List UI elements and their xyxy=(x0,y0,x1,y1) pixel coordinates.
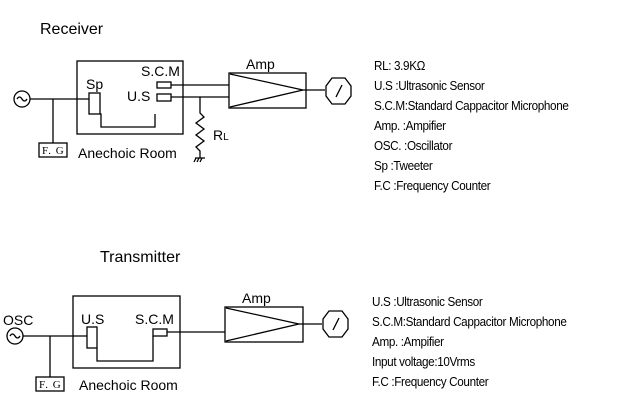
legend-item: Input voltage:10Vrms xyxy=(372,354,475,369)
transmitter-title: Transmitter xyxy=(100,249,181,266)
transmitter-amp-label: Amp xyxy=(242,290,271,306)
receiver-scm-sensor xyxy=(156,81,172,89)
legend-item: U.S :Ultrasonic Sensor xyxy=(374,78,485,93)
legend-item: Amp. :Ampifier xyxy=(372,334,444,349)
legend-item: F.C :Frequency Counter xyxy=(372,374,489,389)
legend-item: S.C.M:Standard Cappacitor Microphone xyxy=(372,314,567,329)
receiver-frequency-counter: F. G xyxy=(38,142,68,158)
legend-item: F.C :Frequency Counter xyxy=(374,178,491,193)
transmitter-scm-sensor xyxy=(152,328,168,337)
legend-item: Amp. :Ampifier xyxy=(374,118,446,133)
transmitter-us-label: U.S xyxy=(81,311,104,327)
ground-icon xyxy=(193,157,205,163)
receiver-amp-label: Amp xyxy=(246,56,275,72)
transmitter-source-icon xyxy=(6,327,24,345)
transmitter-meter-icon xyxy=(322,310,349,338)
transmitter-frequency-counter: F. G xyxy=(35,376,65,392)
transmitter-us-scm-link xyxy=(96,336,154,362)
transmitter-amplifier xyxy=(224,306,304,343)
legend-item: Sp :Tweeter xyxy=(374,158,433,173)
receiver-tweeter xyxy=(88,92,101,115)
receiver-meter-icon xyxy=(325,77,352,105)
receiver-circuit: Receiver Anechoic Room F. G Sp S.C.M U.S xyxy=(13,21,352,163)
transmitter-osc-label: OSC xyxy=(3,312,33,328)
receiver-us-label: U.S xyxy=(127,88,150,104)
receiver-room-label: Anechoic Room xyxy=(78,145,177,161)
transmitter-legend: U.S :Ultrasonic Sensor S.C.M:Standard Ca… xyxy=(372,292,567,392)
transmitter-circuit: Transmitter Anechoic Room OSC F. G U.S S… xyxy=(3,249,349,393)
receiver-us-sensor xyxy=(156,93,172,102)
transmitter-scm-label: S.C.M xyxy=(135,311,174,327)
legend-item: S.C.M:Standard Cappacitor Microphone xyxy=(374,98,569,113)
transmitter-fg-label: F. G xyxy=(39,379,62,391)
transmitter-us-sensor xyxy=(86,326,98,349)
receiver-fg-label: F. G xyxy=(42,145,65,157)
receiver-rl-label: RL xyxy=(213,127,229,143)
receiver-sp-label: Sp xyxy=(86,76,103,92)
receiver-source-icon xyxy=(13,90,31,108)
receiver-amplifier xyxy=(228,72,307,109)
receiver-load-resistor xyxy=(193,97,206,163)
legend-item: OSC. :Oscillator xyxy=(374,138,453,153)
receiver-legend: RL: 3.9KΩ U.S :Ultrasonic Sensor S.C.M:S… xyxy=(374,56,569,196)
receiver-sp-us-link xyxy=(100,113,156,128)
legend-item: RL: 3.9KΩ xyxy=(374,58,426,73)
receiver-title: Receiver xyxy=(40,21,104,38)
receiver-scm-label: S.C.M xyxy=(141,63,180,79)
legend-item: U.S :Ultrasonic Sensor xyxy=(372,294,483,309)
transmitter-room-label: Anechoic Room xyxy=(79,377,178,393)
